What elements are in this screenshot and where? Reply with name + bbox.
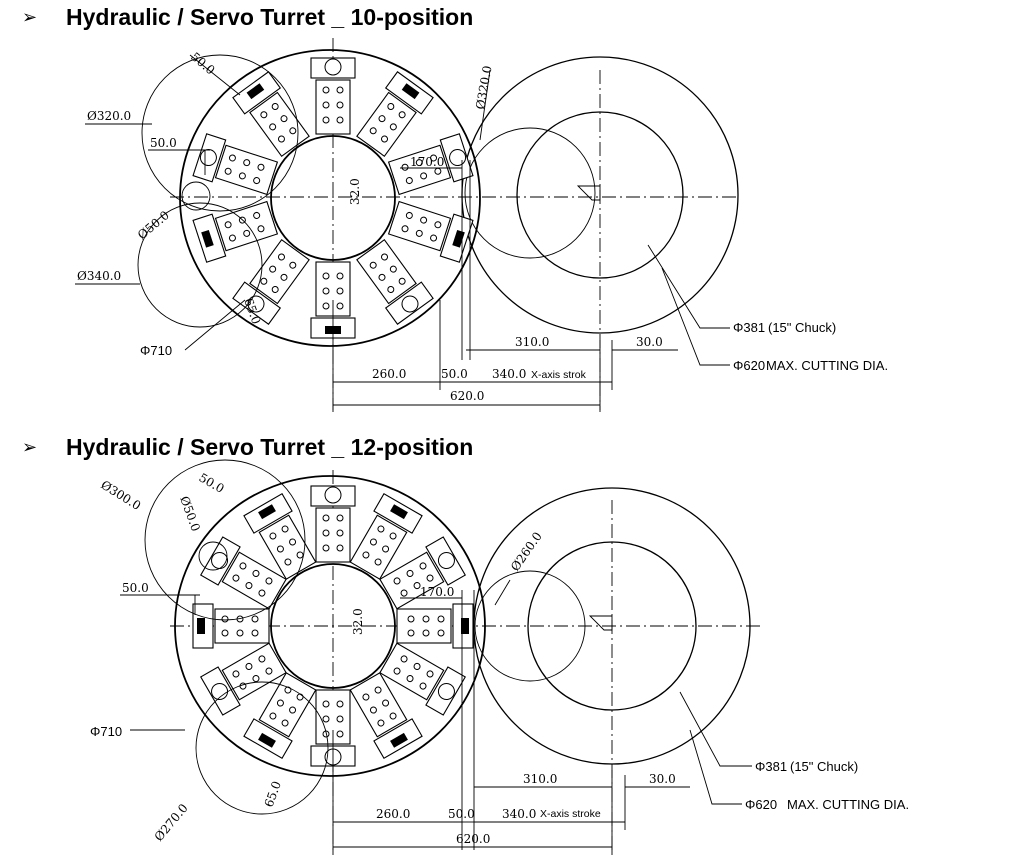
dim-w50: 50.0 (150, 136, 177, 150)
dim-ring: Ø50.0 (135, 208, 172, 242)
dim-tool-circle: Ø320.0 (87, 109, 131, 123)
dim-620: 620.0 (456, 832, 490, 846)
chuck-text-label: (15" Chuck) (768, 320, 836, 335)
max-dia-label: Φ620 (745, 797, 777, 812)
dim-50b: 50.0 (441, 367, 468, 381)
leader-right-320 (479, 69, 491, 141)
tool-tip-symbol (576, 185, 601, 201)
leader-710 (184, 299, 246, 351)
tool-station (310, 57, 356, 135)
tool-station (200, 536, 287, 610)
dim-340: 340.0 (502, 807, 536, 821)
chuck-dia-label: Φ381 (733, 320, 765, 335)
dim-right-tool: Ø320.0 (473, 65, 494, 111)
tool-swing-circle-lower (137, 202, 263, 328)
dim-outer: Ø340.0 (77, 269, 121, 283)
leader-right-260 (494, 579, 511, 606)
dim-170: 170.0 (410, 155, 444, 169)
tool-station (349, 493, 423, 580)
chuck-circle (516, 111, 684, 279)
tool-station (200, 642, 287, 716)
dim-710: Φ710 (140, 343, 172, 358)
dim-620: 620.0 (450, 389, 484, 403)
tool-reach-circle-right (464, 127, 596, 259)
tool-swing-circle-lower (195, 681, 329, 815)
dim-260: 260.0 (372, 367, 406, 381)
chuck-circle (527, 541, 697, 711)
x-axis-stroke-label: X-axis strok (531, 369, 587, 381)
tool-station (232, 239, 310, 325)
tool-station (243, 672, 317, 759)
dim-310: 310.0 (515, 335, 549, 349)
turret-drawing-10: 50.0 Ø320.0 50.0 Ø50.0 Ø340.0 32.0 170.0… (75, 38, 888, 412)
dim-340: 340.0 (492, 367, 526, 381)
tool-station (192, 133, 279, 196)
boring-bar-ring-left (198, 541, 228, 571)
tool-station (192, 200, 279, 263)
arrow-bullet-icon: ➢ (22, 436, 38, 458)
chuck-text-label: (15" Chuck) (790, 759, 858, 774)
tool-station (379, 642, 466, 716)
dim-310: 310.0 (523, 772, 557, 786)
dim-right-tool: Ø260.0 (508, 529, 545, 573)
turret-center-hub (270, 135, 396, 261)
tool-station (396, 603, 474, 649)
leader-50-top (189, 54, 241, 96)
tool-station (349, 672, 423, 759)
dim-ring: Ø50.0 (177, 494, 203, 533)
turret-drawing-12: Ø300.0 50.0 Ø50.0 50.0 32.0 170.0 65.0 Ø… (90, 459, 909, 855)
tool-station (387, 200, 474, 263)
section-title: Hydraulic / Servo Turret _ 12-position (66, 433, 474, 460)
section-heading: ➢ Hydraulic / Servo Turret _ 12-position (22, 432, 473, 462)
leader-chuck (679, 691, 752, 767)
tool-station (232, 71, 310, 157)
dim-top-left: Ø300.0 (98, 478, 143, 513)
dim-65: 65.0 (262, 779, 284, 809)
dim-w50: 50.0 (122, 581, 149, 595)
turret-outer-ring (174, 475, 486, 777)
boring-bar-ring-left (181, 181, 211, 211)
dim-30: 30.0 (636, 335, 663, 349)
tool-stations (192, 485, 474, 767)
leader-max (689, 729, 742, 805)
dim-50b: 50.0 (448, 807, 475, 821)
tool-station (356, 239, 434, 325)
x-axis-stroke-label: X-axis stroke (540, 808, 601, 820)
turret-section-10-position: ➢ Hydraulic / Servo Turret _ 10-position (0, 0, 1024, 430)
tool-stations (192, 57, 474, 339)
tool-station (310, 485, 356, 563)
turret-section-12-position: ➢ Hydraulic / Servo Turret _ 12-position (0, 430, 1024, 862)
section-heading: ➢ Hydraulic / Servo Turret _ 10-position (22, 2, 473, 32)
max-text-label: MAX. CUTTING DIA. (787, 797, 909, 812)
dim-710: Φ710 (90, 724, 122, 739)
leader-max (661, 267, 730, 366)
tool-reach-circle-right (474, 570, 586, 682)
tool-station (192, 603, 270, 649)
section-title: Hydraulic / Servo Turret _ 10-position (66, 3, 474, 30)
tool-station (379, 536, 466, 610)
dim-30: 30.0 (649, 772, 676, 786)
turret-center-hub (270, 563, 396, 689)
turret-outer-ring (179, 49, 481, 347)
dim-center: 32.0 (351, 608, 365, 635)
tool-tip-symbol (588, 615, 613, 631)
dim-outer: Ø270.0 (152, 801, 191, 844)
tool-station (356, 71, 434, 157)
dim-tool-circle: 50.0 (197, 470, 227, 495)
tool-swing-circle-upper (141, 54, 299, 212)
leader-chuck (647, 244, 730, 329)
max-text-label: MAX. CUTTING DIA. (766, 358, 888, 373)
arrow-bullet-icon: ➢ (22, 6, 38, 28)
tool-swing-circle-upper (144, 459, 306, 621)
max-dia-label: Φ620 (733, 358, 765, 373)
chuck-dia-label: Φ381 (755, 759, 787, 774)
dim-170: 170.0 (420, 585, 454, 599)
dim-260: 260.0 (376, 807, 410, 821)
dim-center: 32.0 (348, 178, 362, 205)
